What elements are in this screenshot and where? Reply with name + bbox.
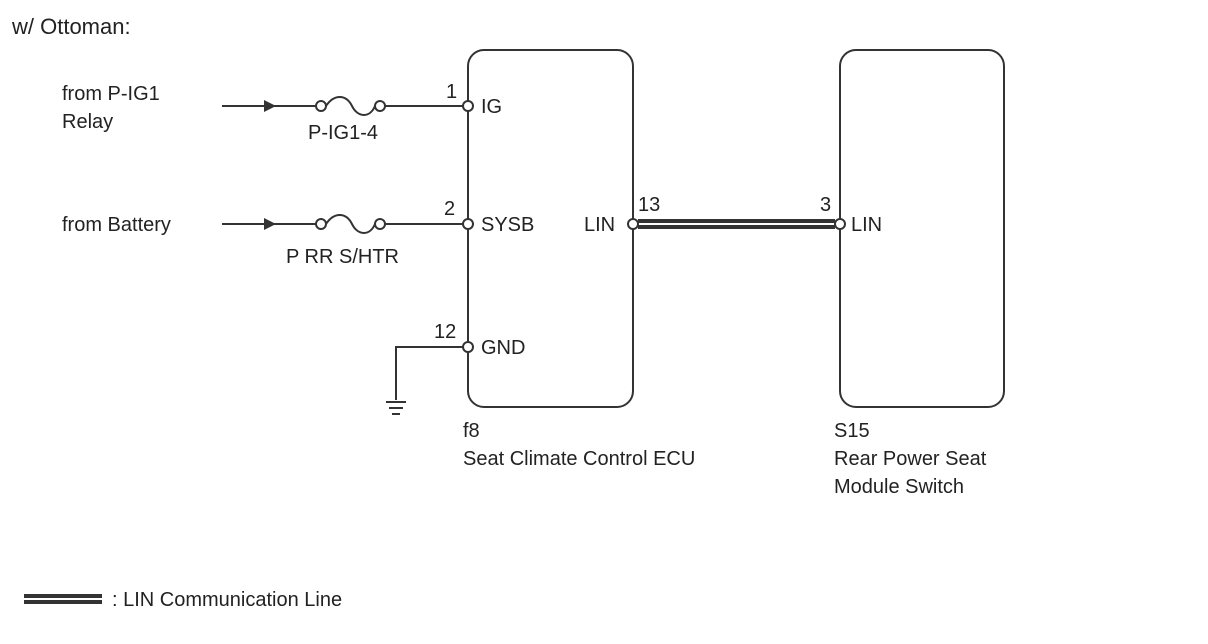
wire-ground <box>395 346 463 400</box>
fuse-battery-label: P RR S/HTR <box>286 246 399 268</box>
ecu-name: Seat Climate Control ECU <box>463 448 695 470</box>
fuse-battery-terminal-right <box>374 218 386 230</box>
fuse-battery-terminal-left <box>315 218 327 230</box>
ecu-pin-13-terminal <box>627 218 639 230</box>
ecu-pin-13-name: LIN <box>584 214 615 236</box>
ecu-connector-id: f8 <box>463 420 480 442</box>
ecu-pin-2-name: SYSB <box>481 214 534 236</box>
arrow-pig1-icon <box>264 100 276 112</box>
fuse-battery-icon <box>325 214 376 234</box>
ecu-pin-12-terminal <box>462 341 474 353</box>
ecu-pin-12-number: 12 <box>434 321 456 343</box>
ecu-pin-12-name: GND <box>481 337 525 359</box>
switch-pin-3-terminal <box>834 218 846 230</box>
variant-label: w/ Ottoman: <box>11 14 131 39</box>
switch-name-line1: Rear Power Seat <box>834 448 987 470</box>
ecu-pin-1-name: IG <box>481 96 502 118</box>
fuse-pig1-terminal-left <box>315 100 327 112</box>
arrow-battery-icon <box>264 218 276 230</box>
fuse-pig1-icon <box>325 96 376 116</box>
switch-pin-3-number: 3 <box>820 194 831 216</box>
fuse-pig1-terminal-right <box>374 100 386 112</box>
ecu-pin-2-number: 2 <box>444 198 455 220</box>
fuse-pig1-label: P-IG1-4 <box>308 122 378 144</box>
switch-name-line2: Module Switch <box>834 476 964 498</box>
ecu-pin-2-terminal <box>462 218 474 230</box>
legend-lin-label: : LIN Communication Line <box>112 589 342 611</box>
source-pig1-label-line1: from P-IG1 <box>62 83 160 105</box>
ecu-pin-1-number: 1 <box>446 81 457 103</box>
switch-connector-id: S15 <box>834 420 870 442</box>
switch-pin-3-name: LIN <box>851 214 882 236</box>
source-pig1-label-line2: Relay <box>62 111 113 133</box>
ecu-pin-13-number: 13 <box>638 194 660 216</box>
source-battery-label: from Battery <box>62 214 171 236</box>
ecu-pin-1-terminal <box>462 100 474 112</box>
